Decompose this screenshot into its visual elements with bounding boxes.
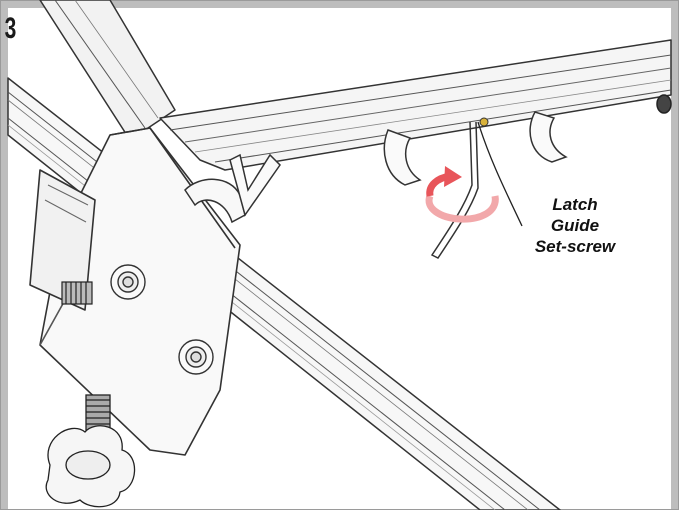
bracket-bolt-upper [110,264,146,300]
clamp-knob [45,394,136,508]
set-screw [479,117,489,127]
bracket-hook [184,153,281,224]
top-rail [159,39,672,171]
latch-guide [430,121,479,259]
callout-line-1: Latch [552,195,598,214]
latch-guide-set-screw-callout: Latch Guide Set-screw [505,194,645,257]
counter-clockwise-arrow-icon [425,166,499,223]
latch-hook-left [383,129,422,186]
step-number: 3 [4,12,17,45]
callout-line-3: Set-screw [534,237,616,256]
bracket-bolt-lower [178,339,214,375]
callout-line-2: Guide [550,216,600,235]
latch-hook-right [529,111,568,163]
threaded-rod-left [61,281,93,305]
callout-leader-line [477,121,523,227]
